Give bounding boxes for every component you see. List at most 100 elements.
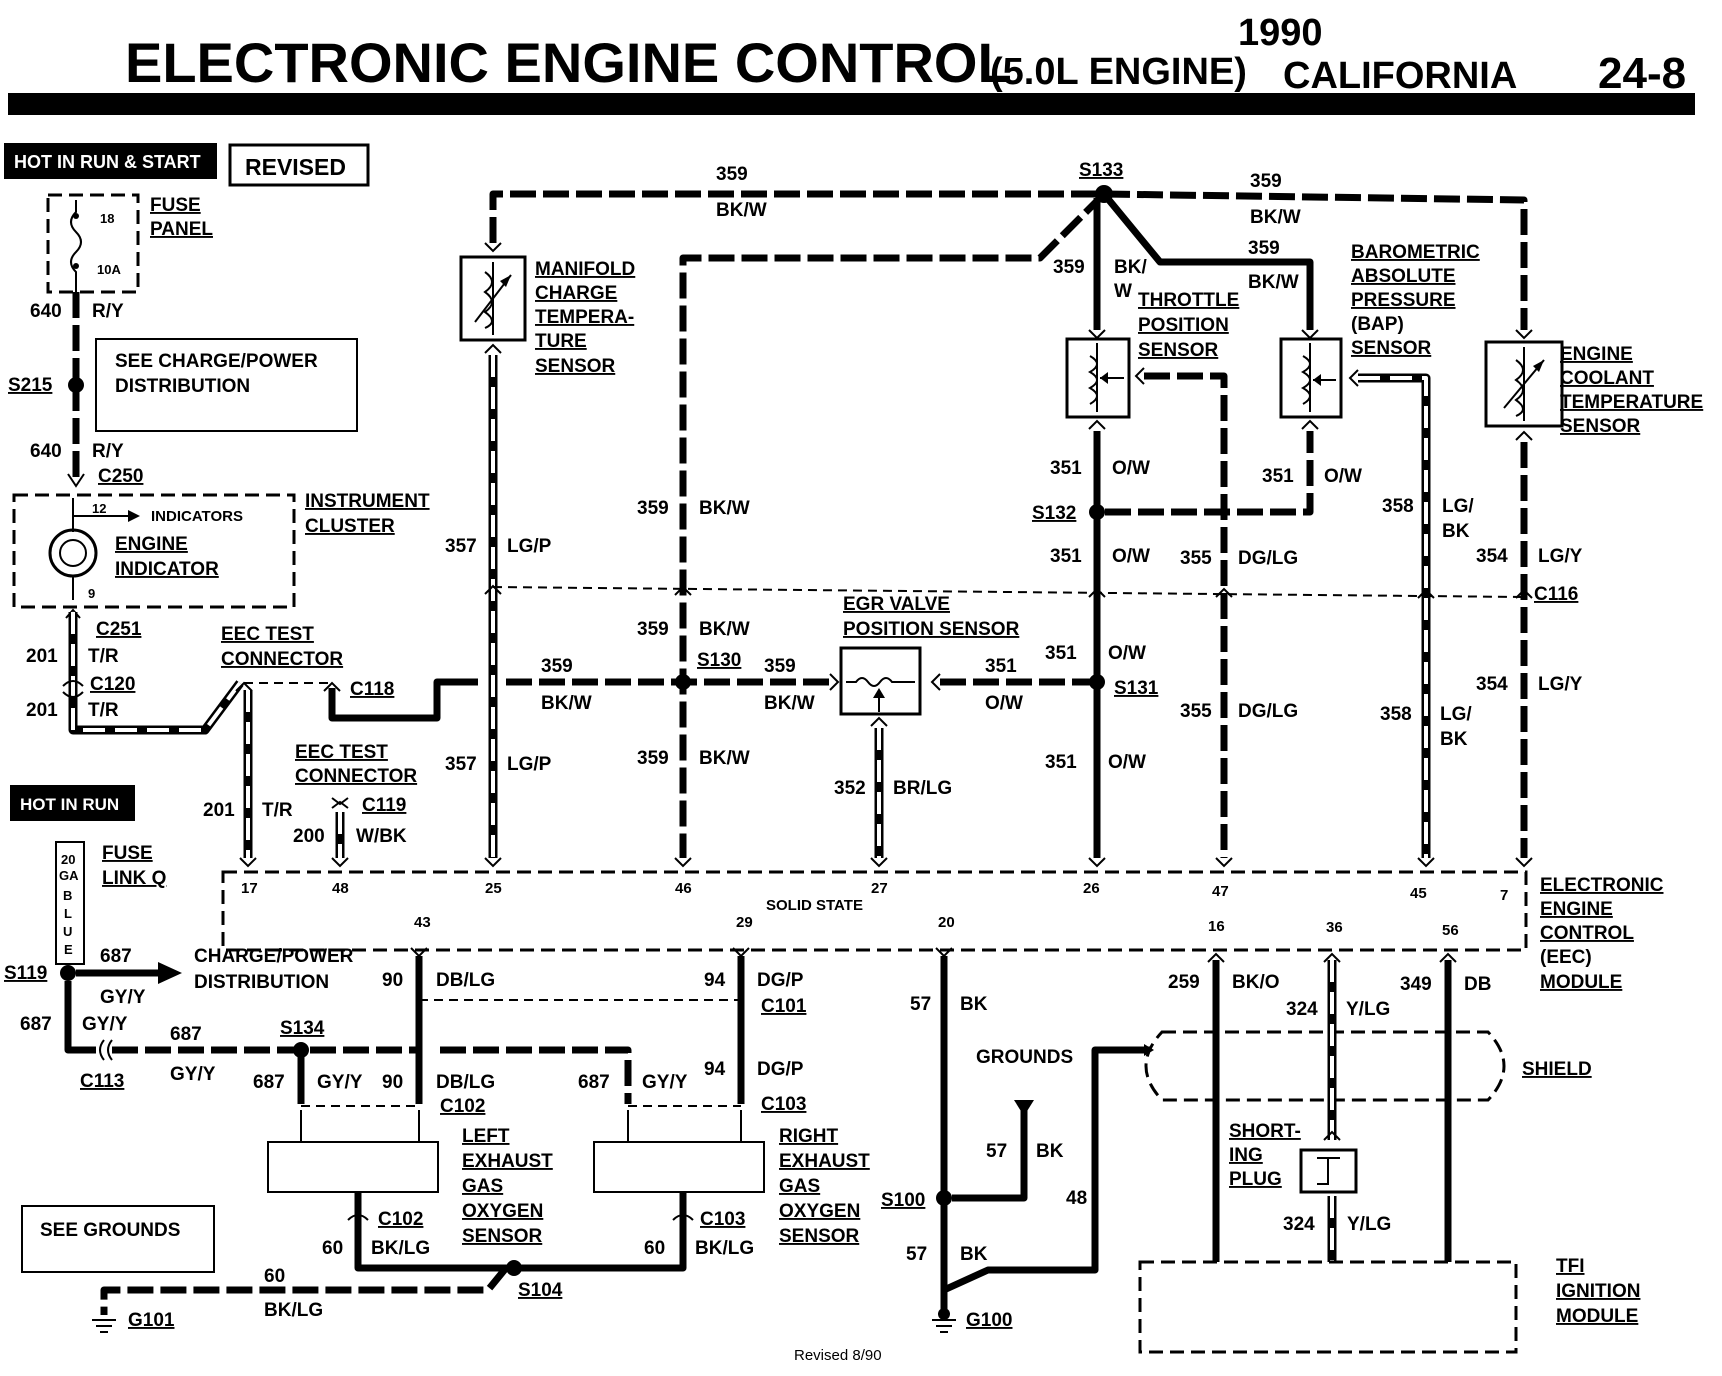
fuse-rating: 10A (97, 262, 121, 277)
svg-text:HOT IN RUN: HOT IN RUN (20, 795, 119, 814)
svg-text:90: 90 (382, 1072, 403, 1093)
svg-text:SENSOR: SENSOR (535, 356, 616, 377)
splice-s100-label: S100 (881, 1190, 925, 1211)
svg-text:16: 16 (1208, 918, 1225, 935)
svg-text:201: 201 (26, 646, 58, 667)
svg-text:ABSOLUTE: ABSOLUTE (1351, 266, 1456, 287)
splice-s100 (936, 1190, 952, 1206)
connector-c116: C116 (1534, 584, 1578, 605)
svg-text:201: 201 (26, 700, 58, 721)
svg-text:351: 351 (1050, 458, 1082, 479)
svg-text:359: 359 (1053, 257, 1085, 278)
fuse-link-label-1: FUSE (102, 843, 153, 864)
splice-s119-label: S119 (4, 963, 47, 984)
svg-text:354: 354 (1476, 674, 1508, 695)
svg-text:94: 94 (704, 970, 726, 991)
svg-text:BK/W: BK/W (1250, 207, 1301, 228)
splice-s130 (675, 674, 691, 690)
eec-module (221, 870, 1528, 952)
svg-text:R/Y: R/Y (92, 441, 124, 462)
svg-text:BK: BK (1440, 729, 1468, 750)
svg-text:SENSOR: SENSOR (1351, 338, 1432, 359)
svg-text:358: 358 (1382, 496, 1414, 517)
svg-text:MANIFOLD: MANIFOLD (535, 259, 635, 280)
svg-text:SENSOR: SENSOR (779, 1226, 860, 1247)
svg-text:359: 359 (1250, 171, 1282, 192)
svg-text:RIGHT: RIGHT (779, 1126, 839, 1147)
svg-text:57: 57 (910, 994, 931, 1015)
svg-text:DB/LG: DB/LG (436, 1072, 495, 1093)
eec-module-label-1: ELECTRONIC (1540, 875, 1664, 896)
wire-355 (1144, 372, 1228, 858)
svg-text:349: 349 (1400, 974, 1432, 995)
wire-57-branch (952, 1110, 1028, 1202)
revised-text: REVISED (245, 154, 346, 180)
svg-text:E: E (64, 942, 73, 957)
header: ELECTRONIC ENGINE CONTROL (5.0L ENGINE) … (8, 12, 1695, 115)
svg-text:T/R: T/R (262, 800, 293, 821)
shield (1144, 1030, 1506, 1102)
charge-power-arrow-label-2: DISTRIBUTION (194, 972, 329, 993)
eec-test-connector-1-label-2: CONNECTOR (221, 649, 343, 670)
svg-text:EXHAUST: EXHAUST (462, 1151, 553, 1172)
eec-module-label-3: CONTROL (1540, 923, 1634, 944)
fuse-panel-label-1: FUSE (150, 195, 201, 216)
connector-c116-line (492, 586, 1525, 598)
eec-module-label-2: ENGINE (1540, 899, 1613, 920)
svg-text:W: W (1114, 281, 1132, 302)
svg-text:LG/P: LG/P (507, 754, 552, 775)
connector-c118: C118 (350, 679, 394, 700)
wire-359-bap (1101, 191, 1314, 330)
svg-text:O/W: O/W (985, 693, 1023, 714)
svg-text:O/W: O/W (1112, 546, 1150, 567)
svg-text:BK/W: BK/W (716, 200, 767, 221)
svg-text:354: 354 (1476, 546, 1508, 567)
eec-module-label-4: (EEC) (1540, 947, 1592, 968)
splice-s119 (60, 965, 76, 981)
connector-c102-top: C102 (440, 1096, 485, 1117)
wire-60-to-g101 (100, 1265, 509, 1315)
wire-359-top-right (1103, 190, 1528, 330)
wire-359-top-left (489, 190, 1104, 243)
svg-text:PLUG: PLUG (1229, 1169, 1282, 1190)
svg-text:ING: ING (1229, 1145, 1263, 1166)
wire-359-to-eec46 (679, 191, 1107, 858)
svg-text:351: 351 (1050, 546, 1082, 567)
svg-text:687: 687 (578, 1072, 610, 1093)
eec-module-label-5: MODULE (1540, 972, 1622, 993)
svg-text:PRESSURE: PRESSURE (1351, 290, 1456, 311)
splice-s134-label: S134 (280, 1018, 325, 1039)
svg-text:COOLANT: COOLANT (1560, 368, 1654, 389)
svg-text:324: 324 (1283, 1214, 1315, 1235)
splice-s133-label: S133 (1079, 160, 1123, 181)
svg-text:SENSOR: SENSOR (1138, 340, 1219, 361)
svg-text:U: U (63, 924, 72, 939)
eec-bottom-pins: 43 29 20 16 36 56 (414, 914, 1459, 939)
svg-text:359: 359 (716, 164, 748, 185)
svg-text:BK/: BK/ (1114, 257, 1147, 278)
svg-text:DG/P: DG/P (757, 970, 804, 991)
svg-text:GA: GA (59, 868, 79, 883)
instrument-cluster-label-2: CLUSTER (305, 516, 395, 537)
splice-s132-label: S132 (1032, 503, 1076, 524)
grounds-label: GROUNDS (976, 1047, 1073, 1068)
fuse-element (70, 200, 82, 292)
svg-text:25: 25 (485, 880, 502, 897)
revised-box (228, 143, 370, 187)
splice-s215-label: S215 (8, 375, 53, 396)
svg-text:BK/W: BK/W (699, 748, 750, 769)
svg-text:CHARGE: CHARGE (535, 283, 617, 304)
svg-text:357: 357 (445, 754, 477, 775)
svg-text:DB: DB (1464, 974, 1491, 995)
svg-text:BK/O: BK/O (1232, 972, 1280, 993)
svg-text:GY/Y: GY/Y (170, 1064, 216, 1085)
svg-text:BK/W: BK/W (699, 498, 750, 519)
svg-text:DISTRIBUTION: DISTRIBUTION (115, 376, 250, 397)
engine-indicator-bulb (48, 528, 98, 578)
header-rule (8, 93, 1695, 115)
svg-text:SHORT-: SHORT- (1229, 1121, 1301, 1142)
eec-top-pins: 17 48 25 46 27 26 47 45 7 (239, 857, 1533, 904)
wire-48 (942, 1046, 1150, 1294)
svg-text:SEE GROUNDS: SEE GROUNDS (40, 1220, 180, 1241)
